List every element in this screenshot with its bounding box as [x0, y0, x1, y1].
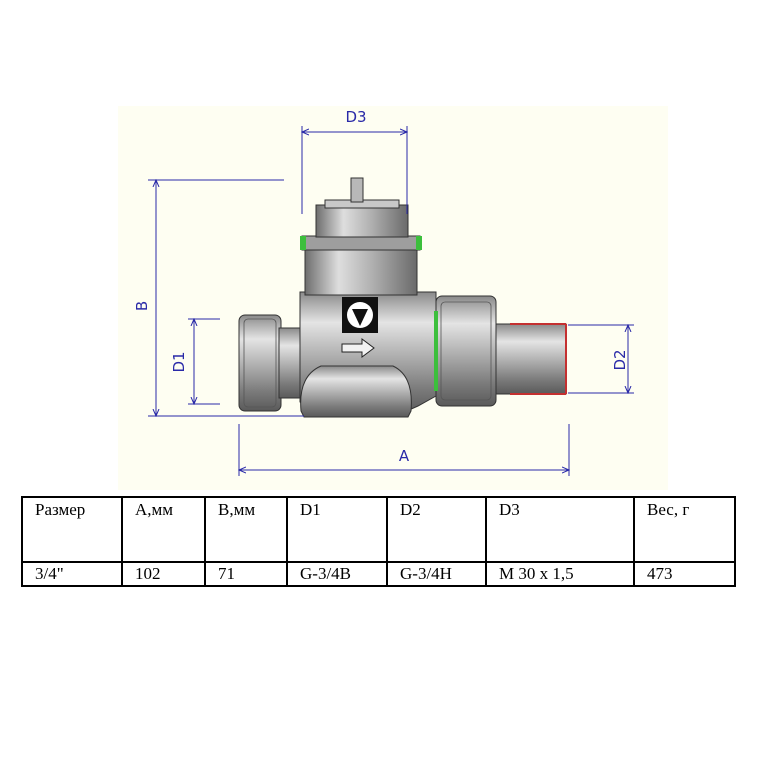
spec-table-header-row: Размер А,мм В,мм D1 D2 D3 Вес, г: [21, 496, 736, 563]
cell-b: 71: [204, 561, 288, 587]
header-cell-d3: D3: [485, 496, 635, 563]
header-cell-b: В,мм: [204, 496, 288, 563]
dimension-label-d1: D1: [170, 351, 188, 372]
cell-a: 102: [121, 561, 206, 587]
header-cell-d1: D1: [286, 496, 388, 563]
table-row: 3/4" 102 71 G-3/4В G-3/4Н М 30 х 1,5 473: [21, 561, 736, 587]
dimension-label-b: B: [133, 301, 151, 311]
dimension-lines: [148, 126, 634, 476]
cell-d3: М 30 х 1,5: [485, 561, 635, 587]
spec-table: Размер А,мм В,мм D1 D2 D3 Вес, г 3/4" 10…: [21, 496, 736, 587]
valve-drawing: D3 B D1 D2 A: [118, 106, 668, 490]
flow-direction-arrow-icon: [341, 338, 375, 358]
dimension-label-d3: D3: [345, 108, 366, 126]
cell-d2: G-3/4Н: [386, 561, 487, 587]
valve-logo-icon: [342, 297, 378, 333]
header-cell-size: Размер: [21, 496, 123, 563]
header-cell-weight: Вес, г: [633, 496, 736, 563]
cell-size: 3/4": [21, 561, 123, 587]
valve-body: [238, 177, 567, 418]
header-cell-a: А,мм: [121, 496, 206, 563]
dimension-label-a: A: [399, 447, 410, 465]
cell-weight: 473: [633, 561, 736, 587]
dimension-label-d2: D2: [611, 349, 629, 370]
valve-drawing-svg: D3 B D1 D2 A: [133, 108, 634, 476]
cell-d1: G-3/4В: [286, 561, 388, 587]
header-cell-d2: D2: [386, 496, 487, 563]
